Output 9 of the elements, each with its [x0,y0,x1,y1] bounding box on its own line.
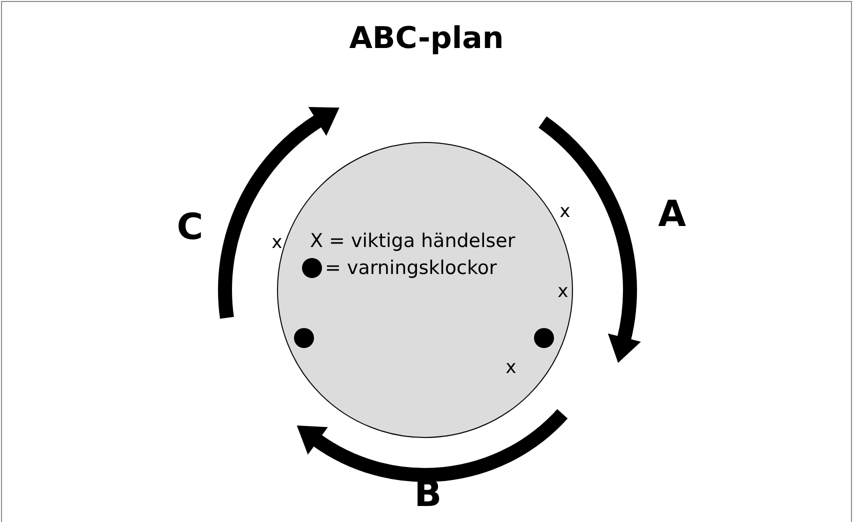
legend-text: X = viktiga händelser [310,229,516,254]
phase-label: C [176,210,204,246]
title: ABC-plan [348,20,505,58]
phase-label: A [658,197,686,233]
legend-text: = varningsklockor [325,256,497,281]
event-mark: x [506,359,516,377]
event-mark: x [272,234,282,252]
event-mark: x [560,203,570,221]
event-mark: x [558,283,568,301]
